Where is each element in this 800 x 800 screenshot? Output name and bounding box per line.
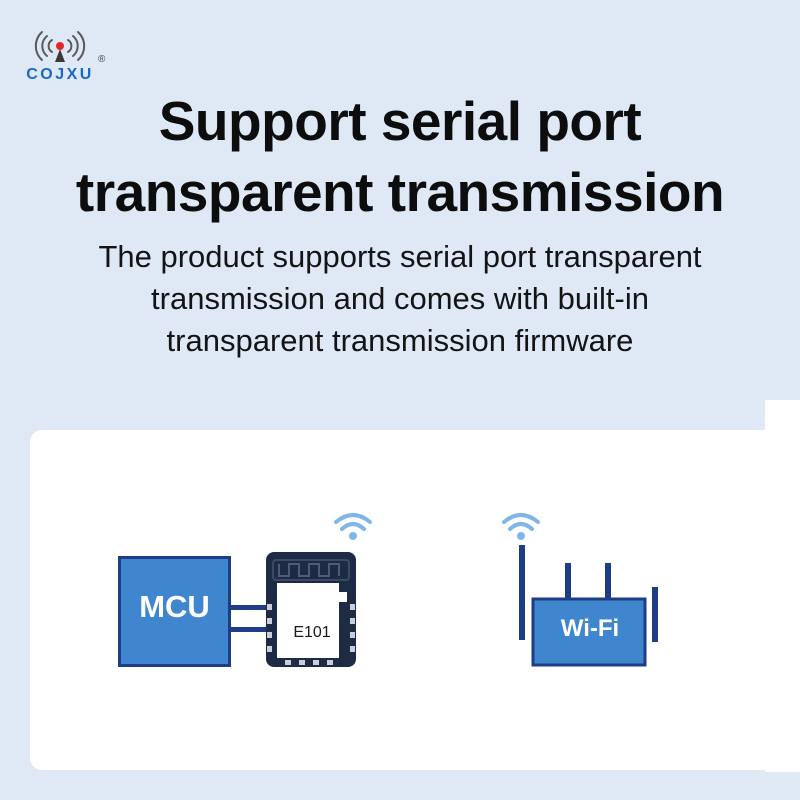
title-line-2: transparent transmission (75, 161, 725, 223)
radio-antenna-icon (34, 31, 86, 62)
wifi-signal-icon (502, 513, 540, 540)
module-label: E101 (293, 624, 331, 641)
registered-mark: ® (98, 54, 106, 65)
connection-wire-2 (230, 627, 268, 632)
card-edge (765, 400, 800, 772)
router-icon (519, 545, 658, 667)
router-label: Wi-Fi (560, 615, 620, 642)
mcu-label: MCU (139, 589, 210, 624)
brand-logo: COJXU ® (14, 28, 106, 88)
chip-icon (266, 552, 356, 667)
title-line-1: Support serial port (158, 90, 642, 152)
mcu-block: MCU (118, 556, 231, 667)
wifi-router: Wi-Fi (515, 545, 665, 670)
wifi-signal-icon (334, 513, 372, 540)
description-text: The product supports serial port transpa… (98, 239, 702, 358)
page-title: Support serial port transparent transmis… (0, 86, 800, 228)
e101-module: E101 (265, 548, 357, 668)
connection-wire-1 (230, 605, 268, 610)
brand-name: COJXU (26, 66, 94, 83)
